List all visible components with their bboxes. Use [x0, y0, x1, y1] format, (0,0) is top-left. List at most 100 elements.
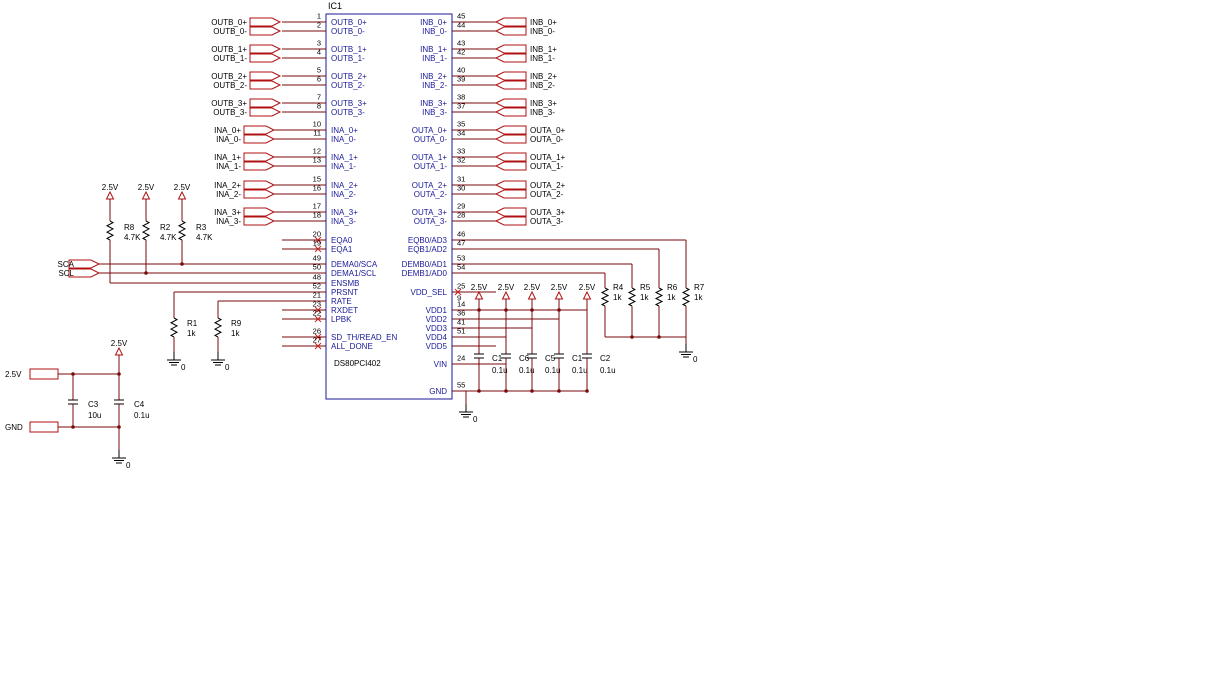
pin-number: 10	[313, 120, 321, 129]
pin-number: 5	[317, 66, 321, 75]
pin-number: 22	[313, 309, 321, 318]
port-label: OUTA_2+	[530, 181, 566, 190]
pin-name: INA_0-	[331, 135, 356, 144]
pin-name: INA_1+	[331, 153, 358, 162]
port-label: INA_0+	[214, 126, 241, 135]
pin-name: INA_3-	[331, 217, 356, 226]
pin-name: RATE	[331, 297, 352, 306]
pin-name: OUTA_0-	[414, 135, 448, 144]
junction-dot	[630, 335, 634, 339]
offpage-port	[494, 107, 527, 117]
port-label: INB_0+	[530, 18, 557, 27]
power-symbol	[114, 346, 124, 356]
pin-name: OUTB_3-	[331, 108, 365, 117]
pin-name: EQA1	[331, 245, 353, 254]
pin-name: OUTA_1-	[414, 162, 448, 171]
pin-number: 43	[457, 39, 465, 48]
pin-name: OUTA_2-	[414, 190, 448, 199]
offpage-port	[494, 216, 527, 226]
resistor-value: 4.7K	[160, 233, 177, 242]
junction-dot	[180, 262, 184, 266]
scl-label: SCL	[58, 269, 74, 278]
pin-number: 18	[313, 211, 321, 220]
port-label: OUTB_2+	[211, 72, 247, 81]
port-label: INB_0-	[530, 27, 555, 36]
power-symbol	[141, 190, 151, 200]
pin-number: 8	[317, 102, 321, 111]
resistor-ref: R2	[160, 223, 171, 232]
pin-name: VDD1	[426, 306, 448, 315]
power-label: 2.5V	[551, 283, 568, 292]
port-label: OUTB_3+	[211, 99, 247, 108]
cap-value: 10u	[88, 411, 101, 420]
pin-name: SD_TH/READ_EN	[331, 333, 397, 342]
pin-name: INB_1-	[422, 54, 447, 63]
cap-ref: C5	[545, 354, 556, 363]
offpage-port	[494, 134, 527, 144]
power-symbol	[177, 190, 187, 200]
port-label: INA_2-	[216, 190, 241, 199]
offpage-port	[494, 189, 527, 199]
ic-body	[325, 13, 453, 400]
pin-name: OUTA_2+	[412, 181, 448, 190]
cap-ref: C1	[492, 354, 503, 363]
offpage-port	[494, 26, 527, 36]
pin-number: 24	[457, 354, 465, 363]
pin-name: INB_2-	[422, 81, 447, 90]
pin-name: DEMA1/SCL	[331, 269, 377, 278]
no-connect-mark	[314, 245, 322, 253]
ground-label: 0	[126, 461, 131, 470]
pin-number: 16	[313, 184, 321, 193]
power-symbol	[582, 290, 592, 300]
pin-number: 45	[457, 12, 465, 21]
pin-name: ALL_DONE	[331, 342, 373, 351]
port-label: OUTA_0-	[530, 135, 564, 144]
pin-number: 12	[313, 147, 321, 156]
resistor-value: 1k	[187, 329, 196, 338]
power-port-label: 2.5V	[5, 370, 22, 379]
pin-number: 6	[317, 75, 321, 84]
resistor-symbol	[681, 287, 691, 307]
offpage-port	[243, 189, 276, 199]
power-input-port	[29, 421, 59, 433]
junction-dot	[504, 389, 508, 393]
resistor-symbol	[600, 287, 610, 307]
junction-dot	[144, 271, 148, 275]
power-symbol	[105, 190, 115, 200]
junction-dot	[557, 389, 561, 393]
pin-name: INB_3-	[422, 108, 447, 117]
resistor-ref: R5	[640, 283, 651, 292]
offpage-port	[249, 107, 282, 117]
pin-name: VIN	[434, 360, 448, 369]
junction-dot	[585, 389, 589, 393]
pin-number: 17	[313, 202, 321, 211]
junction-dot	[71, 372, 75, 376]
pin-number: 51	[457, 327, 465, 336]
pin-number: 25	[457, 282, 465, 291]
offpage-port	[249, 71, 282, 81]
pin-name: INA_2+	[331, 181, 358, 190]
offpage-port	[494, 53, 527, 63]
pin-name: VDD5	[426, 342, 448, 351]
pin-number: 21	[313, 291, 321, 300]
no-connect-mark	[314, 342, 322, 350]
cap-value: 0.1u	[600, 366, 616, 375]
offpage-port	[494, 125, 527, 135]
resistor-ref: R6	[667, 283, 678, 292]
resistor-ref: R8	[124, 223, 135, 232]
port-label: OUTA_3-	[530, 217, 564, 226]
pin-number: 23	[313, 300, 321, 309]
offpage-port	[249, 44, 282, 54]
pin-number: 50	[313, 263, 321, 272]
resistor-symbol	[627, 287, 637, 307]
pin-name: OUTB_2-	[331, 81, 365, 90]
cap-ref: C2	[600, 354, 611, 363]
resistor-value: 1k	[613, 293, 622, 302]
pin-number: 2	[317, 21, 321, 30]
pin-name: INB_0-	[422, 27, 447, 36]
offpage-port	[243, 180, 276, 190]
power-label: 2.5V	[579, 283, 596, 292]
offpage-port	[494, 71, 527, 81]
port-label: INA_0-	[216, 135, 241, 144]
pin-number: 29	[457, 202, 465, 211]
